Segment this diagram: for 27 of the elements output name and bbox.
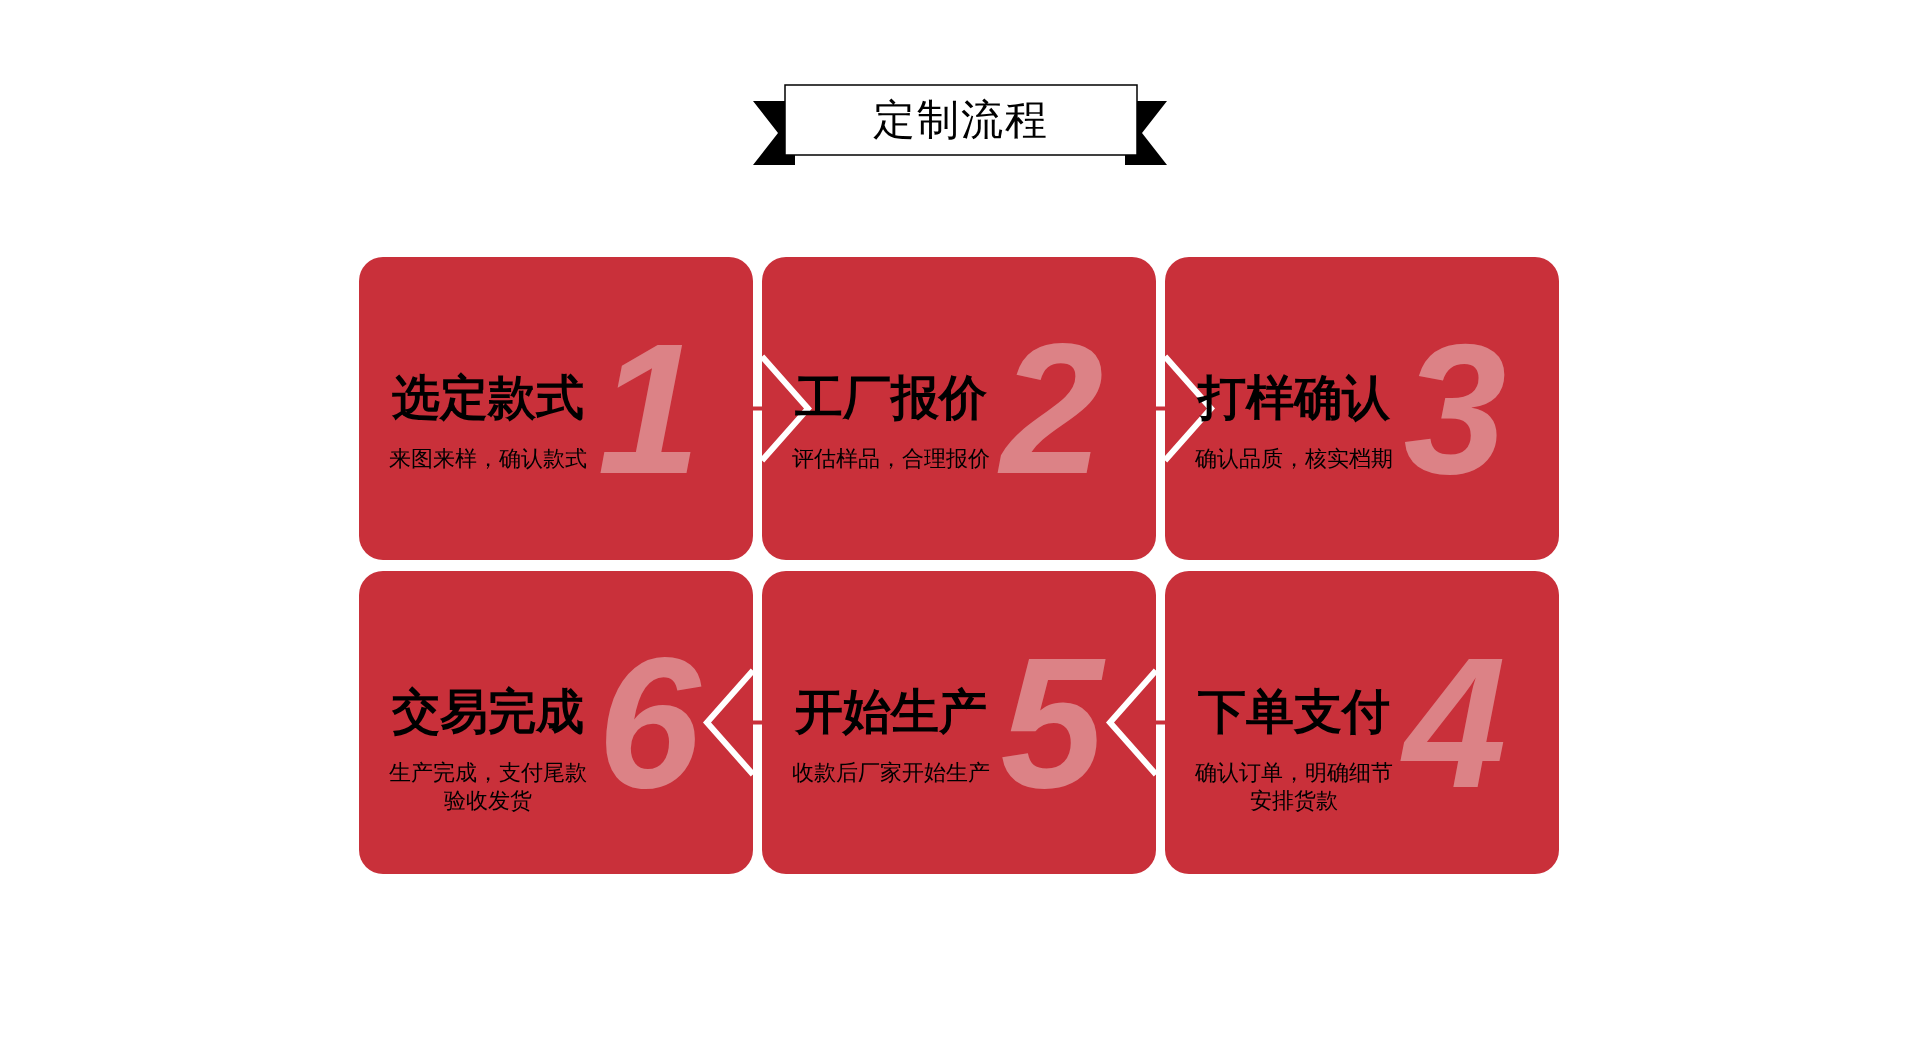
step-card bbox=[762, 571, 1156, 874]
chevron-arrow bbox=[1107, 667, 1165, 778]
step-title: 开始生产 bbox=[795, 682, 987, 741]
step-description: 收款后厂家开始生产 bbox=[792, 759, 990, 787]
title: 定制流程 bbox=[873, 94, 1049, 146]
step-number: 3 bbox=[1403, 317, 1507, 502]
step-card bbox=[359, 571, 753, 874]
chevron-arrow bbox=[753, 353, 811, 464]
step-description: 评估样品，合理报价 bbox=[792, 445, 990, 473]
step-title: 下单支付 bbox=[1198, 682, 1390, 741]
step-card bbox=[762, 257, 1156, 560]
step-number: 1 bbox=[597, 317, 701, 502]
step-card bbox=[1165, 257, 1559, 560]
step-description: 生产完成，支付尾款验收发货 bbox=[388, 759, 588, 815]
step-card bbox=[359, 257, 753, 560]
step-description: 来图来样，确认款式 bbox=[389, 445, 587, 473]
chevron-arrow bbox=[704, 667, 762, 778]
chevron-arrow bbox=[1156, 353, 1214, 464]
step-card bbox=[1165, 571, 1559, 874]
step-title: 打样确认 bbox=[1198, 368, 1390, 427]
step-title: 选定款式 bbox=[392, 368, 584, 427]
step-description: 确认品质，核实档期 bbox=[1195, 445, 1393, 473]
step-number: 5 bbox=[1000, 631, 1104, 816]
step-description: 确认订单，明确细节安排货款 bbox=[1194, 759, 1394, 815]
step-title: 工厂报价 bbox=[795, 368, 987, 427]
step-number: 6 bbox=[597, 631, 701, 816]
step-title: 交易完成 bbox=[392, 682, 584, 741]
